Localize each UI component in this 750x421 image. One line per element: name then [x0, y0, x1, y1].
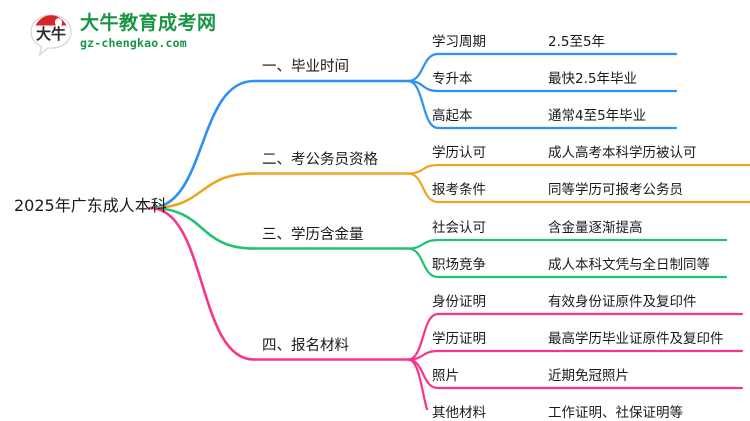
- sub-label-1-1[interactable]: 学习周期: [432, 34, 486, 50]
- logo-brand-name: 大牛教育成考网: [80, 12, 217, 34]
- mindmap-connectors: [148, 52, 750, 410]
- logo-mark-icon: 大牛: [28, 12, 74, 58]
- leaf-value-1-1[interactable]: 2.5至5年: [548, 34, 606, 50]
- sub-label-2-2[interactable]: 报考条件: [432, 182, 486, 198]
- sub-label-1-3[interactable]: 高起本: [432, 108, 473, 124]
- sub-label-3-1[interactable]: 社会认可: [432, 220, 486, 236]
- leaf-value-4-1[interactable]: 有效身份证原件及复印件: [548, 294, 697, 310]
- sub-label-4-1[interactable]: 身份证明: [432, 294, 486, 310]
- sub-label-4-4[interactable]: 其他材料: [432, 405, 486, 421]
- logo-wordmark: 大牛教育成考网 gz-chengkao.com: [80, 11, 230, 51]
- branch-label-4[interactable]: 四、报名材料: [262, 337, 349, 354]
- leaf-value-3-2[interactable]: 成人本科文凭与全日制同等: [548, 257, 710, 273]
- leaf-value-2-1[interactable]: 成人高考本科学历被认可: [548, 145, 697, 161]
- leaf-value-4-2[interactable]: 最高学历毕业证原件及复印件: [548, 331, 724, 347]
- leaf-value-3-1[interactable]: 含金量逐渐提高: [548, 220, 643, 236]
- sub-label-3-2[interactable]: 职场竞争: [432, 257, 486, 273]
- leaf-value-2-2[interactable]: 同等学历可报考公务员: [548, 182, 683, 198]
- mindmap-nodes: 一、毕业时间 学习周期 2.5至5年专升本 最快2.5年毕业高起本 通常4至5年毕业二、…: [14, 34, 724, 419]
- sub-label-4-2[interactable]: 学历证明: [432, 331, 486, 347]
- branch-label-1[interactable]: 一、毕业时间: [262, 59, 349, 75]
- site-logo: 大牛 大牛教育成考网 gz-chengkao.com: [28, 10, 228, 62]
- logo-brand-url: gz-chengkao.com: [80, 36, 187, 50]
- sub-label-4-3[interactable]: 照片: [432, 368, 459, 384]
- leaf-value-1-2[interactable]: 最快2.5年毕业: [548, 71, 637, 87]
- leaf-value-4-3[interactable]: 近期免冠照片: [548, 368, 629, 384]
- leaf-value-4-4[interactable]: 工作证明、社保证明等: [548, 405, 683, 421]
- leaf-value-1-3[interactable]: 通常4至5年毕业: [548, 108, 647, 124]
- sub-label-2-1[interactable]: 学历认可: [432, 145, 486, 161]
- branch-label-3[interactable]: 三、学历含金量: [262, 226, 364, 243]
- sub-label-1-2[interactable]: 专升本: [432, 71, 473, 87]
- root-node-label[interactable]: 2025年广东成人本科: [14, 196, 167, 215]
- svg-text:大牛: 大牛: [36, 25, 66, 43]
- branch-label-2[interactable]: 二、考公务员资格: [262, 151, 378, 168]
